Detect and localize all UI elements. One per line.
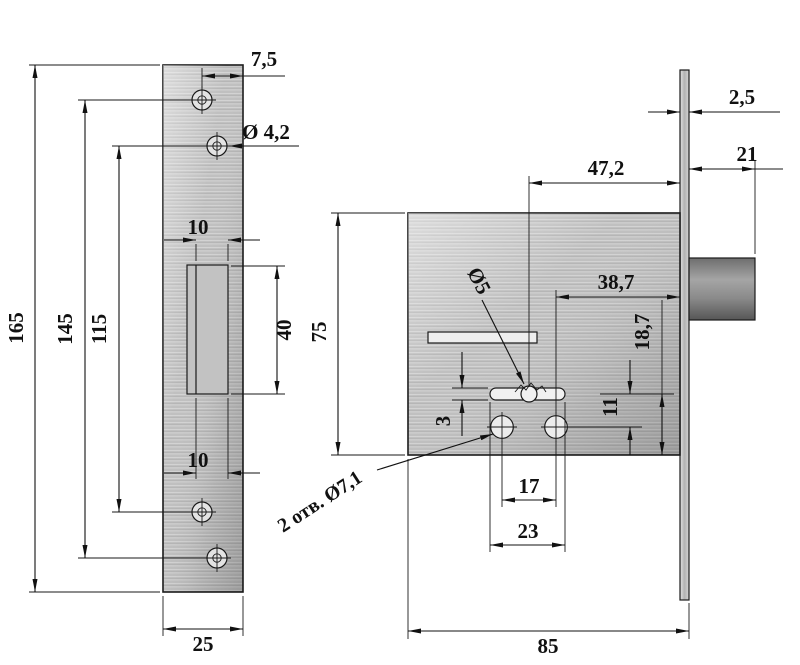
dim-label-25: 25 xyxy=(193,632,214,656)
dim-label-7-5: 7,5 xyxy=(251,47,277,71)
dim-label-47-2: 47,2 xyxy=(588,156,625,180)
lever-slot xyxy=(427,331,538,344)
dim-keyhole-slot-length: 23 xyxy=(489,402,566,552)
dim-key-to-faceplate: 47,2 xyxy=(528,156,680,387)
dim-body-width: 85 xyxy=(407,459,690,658)
dim-label-3: 3 xyxy=(431,416,455,427)
screw-hole-3 xyxy=(188,498,216,526)
dim-label-40: 40 xyxy=(272,320,296,341)
dim-label-2-5: 2,5 xyxy=(729,85,755,109)
dim-hole-offset: 7,5 xyxy=(201,47,285,88)
dim-cutout-width-bottom: 10 xyxy=(164,398,260,479)
dim-hole-spacing: 17 xyxy=(501,441,557,507)
strike-plate-view: 165 145 115 40 10 xyxy=(4,47,299,656)
dim-label-21: 21 xyxy=(737,142,758,166)
dim-hole-dia: Ø 4,2 xyxy=(229,120,299,149)
dim-faceplate-thickness: 2,5 xyxy=(648,85,780,115)
dim-label-17: 17 xyxy=(519,474,540,498)
dim-label-4-2: Ø 4,2 xyxy=(242,120,290,144)
dim-slot-height: 3 xyxy=(431,352,488,436)
key-profile xyxy=(514,382,547,393)
dim-cutout-height: 40 xyxy=(231,265,296,395)
dim-key-to-hole: 11 xyxy=(568,360,642,455)
dim-label-145: 145 xyxy=(53,313,77,345)
dim-label-10-top: 10 xyxy=(188,215,209,239)
keyhole-slot xyxy=(489,382,566,403)
dim-hole-to-faceplate: 38,7 xyxy=(555,270,680,413)
dim-label-18-7: 18,7 xyxy=(630,314,654,351)
dim-cutout-width-top: 10 xyxy=(164,215,260,261)
dim-plate-width: 25 xyxy=(162,596,244,656)
latch-cutout xyxy=(186,264,229,395)
keyhole xyxy=(520,385,538,403)
deadbolt xyxy=(688,257,756,321)
dim-label-10-bottom: 10 xyxy=(188,448,209,472)
dim-label-75: 75 xyxy=(307,322,331,343)
dim-plate-height: 165 xyxy=(4,64,160,593)
dim-bolt-throw: 21 xyxy=(689,142,783,254)
fixing-hole-left xyxy=(487,412,517,442)
dim-outer-hole-span: 145 xyxy=(53,99,205,559)
screw-hole-1 xyxy=(188,86,216,114)
screw-hole-4 xyxy=(203,544,231,572)
dim-key-to-bottom: 18,7 xyxy=(600,300,674,455)
dim-inner-hole-span: 115 xyxy=(87,145,205,513)
dim-label-85: 85 xyxy=(538,634,559,658)
dim-label-23: 23 xyxy=(518,519,539,543)
faceplate xyxy=(679,69,690,601)
fixing-hole-right xyxy=(541,412,571,442)
screw-hole-2 xyxy=(203,132,231,160)
dim-label-165: 165 xyxy=(4,312,28,344)
dim-label-115: 115 xyxy=(87,314,111,344)
dim-body-height: 75 xyxy=(307,212,405,456)
dim-label-11: 11 xyxy=(598,397,622,417)
dim-label-38-7: 38,7 xyxy=(598,270,635,294)
